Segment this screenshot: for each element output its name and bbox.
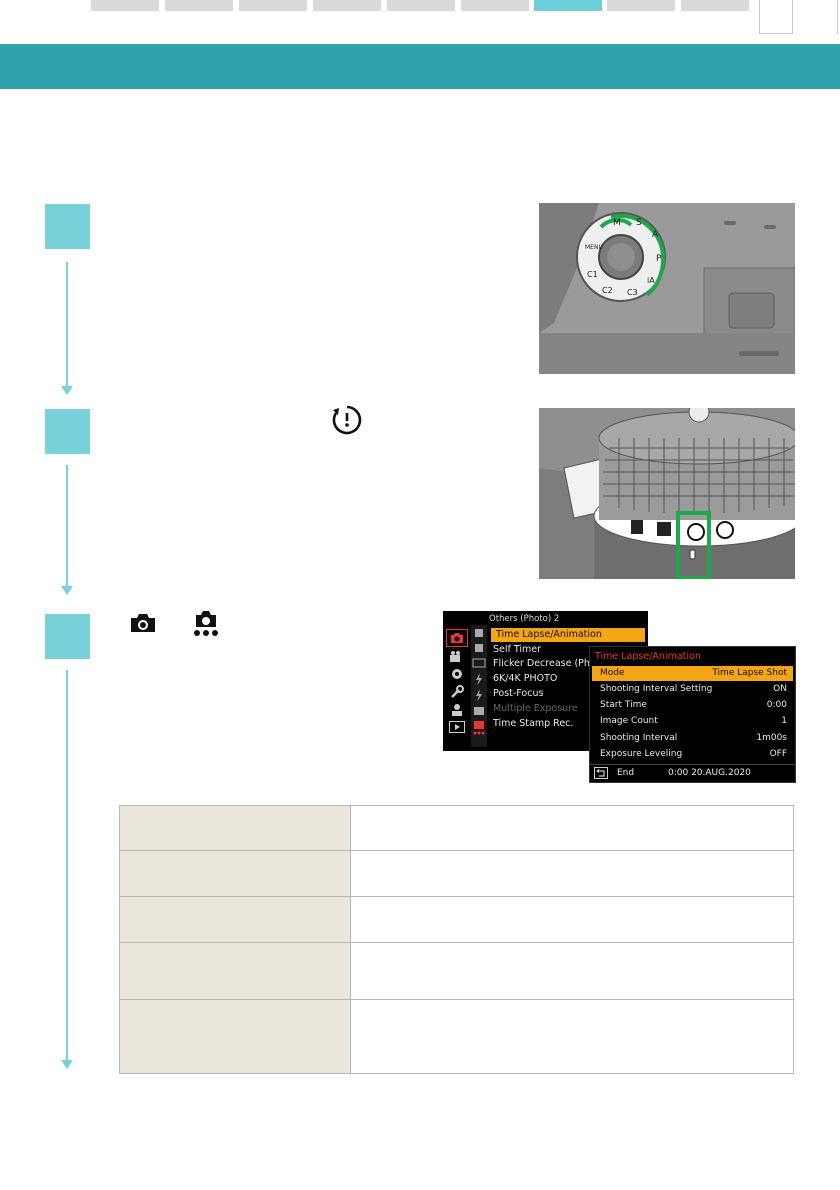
setting-value: ON	[773, 684, 787, 694]
setting-label: Exposure Leveling	[600, 749, 683, 759]
arrow-down-icon	[61, 1060, 73, 1069]
table-row	[119, 850, 794, 897]
menu-tab-playback-icon[interactable]	[449, 721, 465, 733]
table-row	[119, 896, 794, 943]
back-icon[interactable]	[594, 767, 608, 779]
submenu-title: Time Lapse/Animation	[595, 651, 701, 662]
chapter-tab[interactable]	[165, 0, 233, 11]
table-value-cell	[350, 850, 794, 897]
setting-value: 0:00	[766, 700, 787, 710]
arrow-down-icon	[61, 386, 73, 395]
dial-label: C3	[627, 288, 638, 297]
chapter-tab[interactable]	[91, 0, 159, 11]
table-value-cell	[350, 805, 794, 851]
menu-item-post-focus[interactable]: Post-Focus	[493, 688, 544, 699]
menu-tab-setup-wrench-icon[interactable]	[450, 685, 464, 699]
setting-label: Start Time	[600, 700, 647, 710]
step-connector	[66, 670, 68, 1060]
setting-value: 1m00s	[756, 733, 787, 743]
step-connector	[66, 465, 68, 586]
setting-label: Image Count	[600, 716, 658, 726]
menu-tab-custom-gear-icon[interactable]	[450, 667, 464, 681]
menu-item-flicker-decrease[interactable]: Flicker Decrease (Pho	[493, 658, 596, 669]
dial-label: C2	[602, 286, 613, 295]
dial-label: S	[636, 218, 642, 228]
step-1-box	[45, 204, 90, 249]
chapter-tab[interactable]	[387, 0, 455, 11]
submenu-footer: End 0:00 20.AUG.2020	[590, 764, 795, 782]
chapter-tab[interactable]	[239, 0, 307, 11]
step-connector	[66, 262, 68, 386]
table-value-cell	[350, 942, 794, 1000]
margin-rule	[837, 0, 838, 34]
step-3-box	[45, 614, 90, 659]
menu-subicon-column	[471, 625, 487, 747]
setting-label: Mode	[600, 668, 625, 678]
menu-category-column	[445, 629, 469, 747]
arrow-down-icon	[61, 586, 73, 595]
table-row	[119, 805, 794, 851]
photo-camera-icon	[128, 612, 158, 634]
menu-tab-mymenu-icon[interactable]	[450, 703, 464, 717]
table-key-cell	[119, 942, 351, 1000]
table-key-cell	[119, 850, 351, 897]
dial-label: MENU	[585, 244, 603, 251]
setting-row-mode[interactable]: Mode Time Lapse Shot	[592, 666, 793, 681]
step-2-box	[45, 409, 90, 454]
setting-label: Shooting Interval Setting	[600, 684, 713, 694]
mode-dial-photo: M S A P iA C3 C2 C1 MENU	[539, 203, 795, 374]
menu-item-6k4k-photo[interactable]: 6K/4K PHOTO	[493, 673, 558, 684]
table-row	[119, 999, 794, 1074]
menu-item-time-stamp[interactable]: Time Stamp Rec.	[493, 718, 574, 729]
setting-row-shooting-interval[interactable]: Shooting Interval 1m00s	[592, 731, 793, 746]
dial-label: iA	[647, 276, 655, 285]
time-lapse-settings-screen: Time Lapse/Animation Mode Time Lapse Sho…	[589, 646, 796, 783]
camera-settings-icon	[191, 610, 221, 638]
table-row	[119, 942, 794, 1000]
setting-value: Time Lapse Shot	[712, 668, 787, 678]
menu-tab-video-icon[interactable]	[450, 651, 464, 662]
dial-label: A	[652, 230, 659, 240]
menu-page-header: Others (Photo) 2	[489, 614, 560, 624]
dial-label: C1	[587, 270, 598, 279]
page-number-box	[759, 0, 793, 34]
time-lapse-icon	[331, 404, 363, 436]
setting-row-exposure-leveling[interactable]: Exposure Leveling OFF	[592, 747, 793, 762]
menu-item-multiple-exposure: Multiple Exposure	[493, 703, 578, 714]
setting-value: OFF	[769, 749, 787, 759]
table-value-cell	[350, 896, 794, 943]
table-key-cell	[119, 999, 351, 1074]
table-key-cell	[119, 805, 351, 851]
menu-item-time-lapse[interactable]: Time Lapse/Animation	[491, 628, 645, 642]
chapter-tab[interactable]	[461, 0, 529, 11]
footer-datetime: 0:00 20.AUG.2020	[668, 768, 751, 778]
dial-label: M	[613, 218, 621, 228]
setting-value: 1	[781, 716, 787, 726]
table-key-cell	[119, 896, 351, 943]
menu-tab-photo-icon[interactable]	[446, 629, 468, 647]
setting-row-image-count[interactable]: Image Count 1	[592, 714, 793, 729]
dial-label: P	[656, 254, 662, 264]
table-value-cell	[350, 999, 794, 1074]
footer-end-label: End	[617, 768, 635, 778]
chapter-tab[interactable]	[607, 0, 675, 11]
chapter-tab[interactable]	[313, 0, 381, 11]
setting-label: Shooting Interval	[600, 733, 678, 743]
setting-row-interval-setting[interactable]: Shooting Interval Setting ON	[592, 682, 793, 697]
chapter-tab-active[interactable]	[534, 0, 602, 11]
drive-dial-photo	[539, 408, 795, 579]
section-banner	[0, 44, 840, 89]
chapter-tab[interactable]	[681, 0, 749, 11]
menu-item-self-timer[interactable]: Self Timer	[493, 644, 542, 655]
settings-table	[119, 805, 794, 1074]
setting-row-start-time[interactable]: Start Time 0:00	[592, 698, 793, 713]
